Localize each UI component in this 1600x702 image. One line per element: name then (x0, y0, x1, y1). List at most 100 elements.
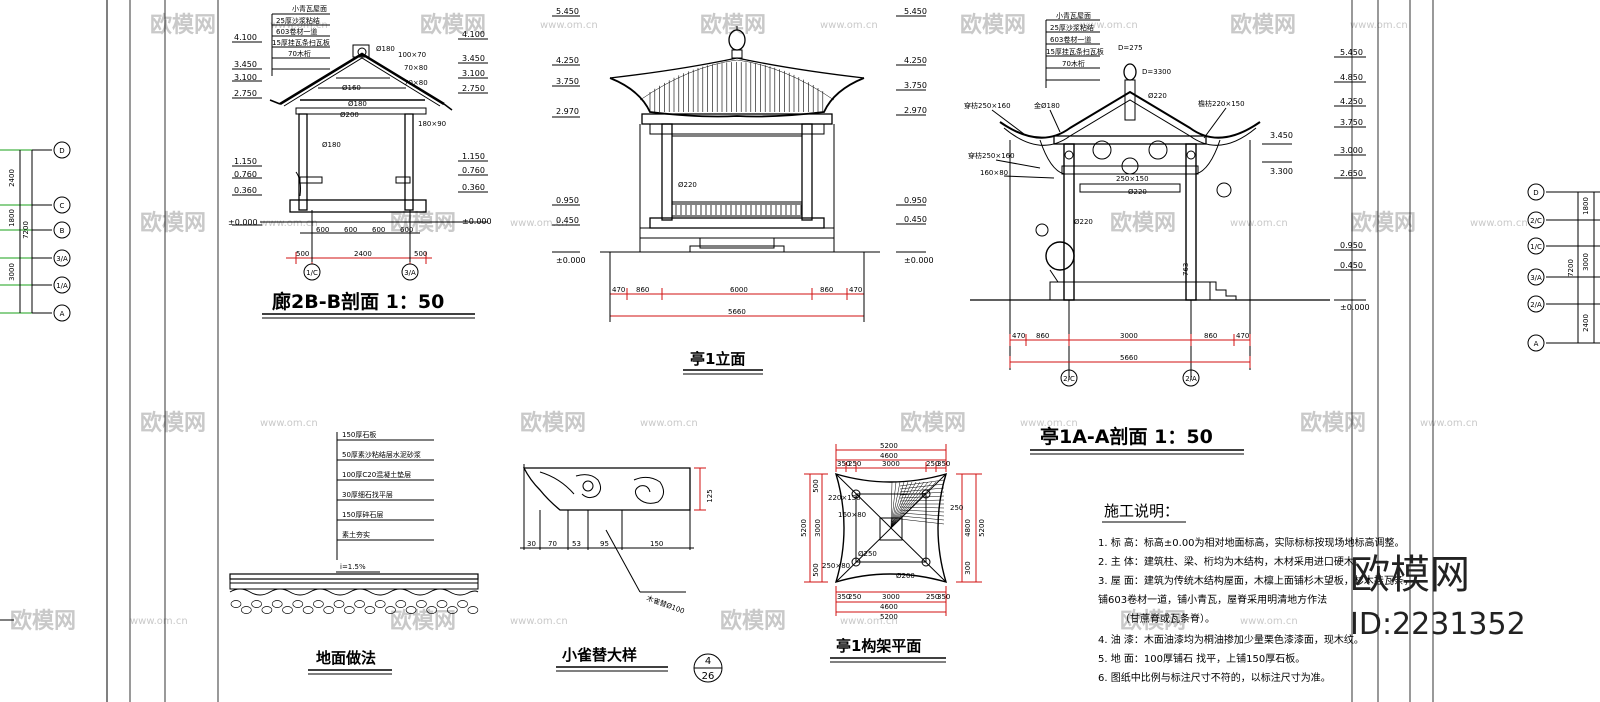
section-b-elevations-left: 4.100 3.450 3.100 2.750 1.150 0.760 0.36… (228, 33, 262, 227)
dimension: 250 (926, 460, 939, 468)
slope-label: i=1.5% (340, 563, 366, 571)
watermark-url: www.om.cn (510, 616, 568, 627)
member-label: Ø200 (340, 111, 359, 119)
watermark-url: www.om.cn (1350, 20, 1408, 31)
left-grid-dim: 1800 (8, 209, 16, 227)
roof-layer-label: 70木桁 (288, 49, 311, 58)
rafter-line (890, 481, 921, 529)
elevation-mark: 5.450 (904, 7, 927, 16)
elevation-mark: 3.300 (1270, 167, 1293, 176)
elevation-mark: 4.250 (904, 56, 927, 65)
member-label: 金Ø180 (1034, 101, 1060, 110)
floor-detail-title: 地面做法 (316, 649, 376, 667)
right-grid-dim: 7200 (1567, 259, 1575, 277)
dimension: 860 (1036, 332, 1049, 340)
watermark-brand: 欧模网 (520, 410, 586, 436)
floor-layer-label: 30厚细石找平层 (342, 490, 393, 499)
elevation-mark: 0.450 (1340, 261, 1363, 270)
elevation-mark: 3.450 (462, 54, 485, 63)
elevation-mark: ±0.000 (1340, 303, 1370, 312)
note-item: 2. 主 体：建筑柱、梁、桁均为木结构，木材采用进口硬木。 (1098, 555, 1364, 568)
dimension: 4800 (964, 519, 972, 537)
gravel-stone (446, 606, 458, 614)
elevation-mark: 2.750 (234, 89, 257, 98)
gravel-stone (426, 606, 438, 614)
gravel-stone (395, 600, 407, 608)
pavilion-elevations-left: 5.450 4.250 3.750 2.970 0.950 0.450 ±0.0… (552, 7, 586, 265)
gravel-stone (292, 600, 304, 608)
rafter-line (890, 481, 913, 529)
elevation-mark: 2.970 (556, 107, 579, 116)
note-item: 3. 屋 面：建筑为传统木结构屋面，木檩上面铺杉木望板，杉木挂瓦条， (1098, 574, 1414, 587)
watermark-url: www.om.cn (1420, 418, 1478, 429)
elevation-mark: 1.150 (234, 157, 257, 166)
gravel-stone (416, 600, 427, 608)
gravel-stone (374, 600, 386, 608)
watermark-brand: 欧模网 (1350, 210, 1416, 236)
pavilion-section-elevations-right: 5.450 4.850 4.250 3.750 3.000 2.650 0.95… (1334, 48, 1370, 312)
member-label: 250×80 (822, 562, 850, 570)
rafter-line (899, 509, 945, 513)
watermark-url: www.om.cn (820, 20, 878, 31)
dimension: 350 (937, 460, 950, 468)
rafter-line (890, 481, 925, 529)
right-axis-label: 2/C (1530, 217, 1542, 225)
pavilion-elevation-drawing: 5.450 4.250 3.750 2.970 0.950 0.450 ±0.0… (552, 7, 934, 375)
rafter-line (890, 481, 901, 529)
bracket-detail-title: 小雀替大样 (562, 646, 637, 664)
frame-plan-drawing: 5200 4600 350 250 3000 250 350 350 250 3… (800, 442, 986, 663)
watermark-url: www.om.cn (1020, 418, 1078, 429)
gravel-stone (230, 600, 242, 608)
dimension: 6000 (730, 286, 748, 294)
elevation-mark: 0.360 (234, 186, 257, 195)
rafter-line (899, 499, 945, 502)
sheet-frame (106, 0, 1434, 702)
detail-ref-number: 4 (705, 656, 711, 667)
pavilion-elevations-right: 5.450 4.250 3.750 2.970 0.950 0.450 ±0.0… (896, 7, 934, 265)
bracket-detail-drawing: 30 70 53 95 150 125 木雀替Ø100 小雀替大样 4 26 (520, 464, 723, 683)
dimension: 5200 (880, 442, 898, 450)
roof-tiles (649, 62, 824, 112)
dimension: 600 (372, 226, 385, 234)
roof-layer-label: 15厚挂瓦条扫瓦板 (1046, 47, 1104, 56)
bracket-note: 木雀替Ø100 (645, 593, 686, 615)
floor-layer-label: 150厚碎石层 (342, 510, 383, 519)
watermark-url: www.om.cn (260, 218, 318, 229)
watermark-brand: 欧模网 (390, 608, 456, 634)
watermark-brand: 欧模网 (960, 12, 1026, 38)
dimension: 470 (612, 286, 625, 294)
member-label: Ø180 (376, 45, 395, 53)
watermark-url: www.om.cn (130, 616, 188, 627)
watermark-brand: 欧模网 (900, 410, 966, 436)
dimension: 600 (316, 226, 329, 234)
logo-id: ID:2231352 (1350, 607, 1526, 642)
watermark-url: www.om.cn (540, 20, 598, 31)
note-item: 1. 标 高：标高±0.00为相对地面标高，实际标标按现场地标高调整。 (1098, 536, 1405, 549)
gravel-stone (302, 606, 314, 614)
elevation-mark: 5.450 (1340, 48, 1363, 57)
elevation-mark: ±0.000 (556, 256, 586, 265)
gravel-stone (333, 600, 345, 608)
watermark-brand: 欧模网 (420, 12, 486, 38)
right-grid-dim: 1800 (1582, 197, 1590, 215)
dimension: 470 (1236, 332, 1249, 340)
member-label: 250×150 (1116, 175, 1149, 183)
rafter-line (890, 481, 929, 529)
right-axis-label: D (1533, 189, 1538, 197)
dimension: 350 (837, 460, 850, 468)
pavilion-section-roof-layers: 小青瓦屋面 25厚沙浆粘结 603卷材一道 15厚挂瓦条扫瓦板 70木桁 (1045, 11, 1104, 88)
dimension: 350 (937, 593, 950, 601)
dimension: 860 (1204, 332, 1217, 340)
dimension: 500 (414, 250, 427, 258)
member-label: Ø220 (1148, 92, 1167, 100)
roof-layer-label: 25厚沙浆粘结 (1050, 23, 1094, 32)
elevation-mark: 1.150 (462, 152, 485, 161)
dimension: 500 (812, 479, 820, 492)
dimension: 3000 (882, 460, 900, 468)
elevation-mark: 3.100 (234, 73, 257, 82)
floor-layer-label: 50厚素沙粘结层水泥砂浆 (342, 450, 421, 459)
rafter-line (899, 487, 945, 493)
gravel-stone (364, 606, 376, 614)
dimension: 3000 (1120, 332, 1138, 340)
